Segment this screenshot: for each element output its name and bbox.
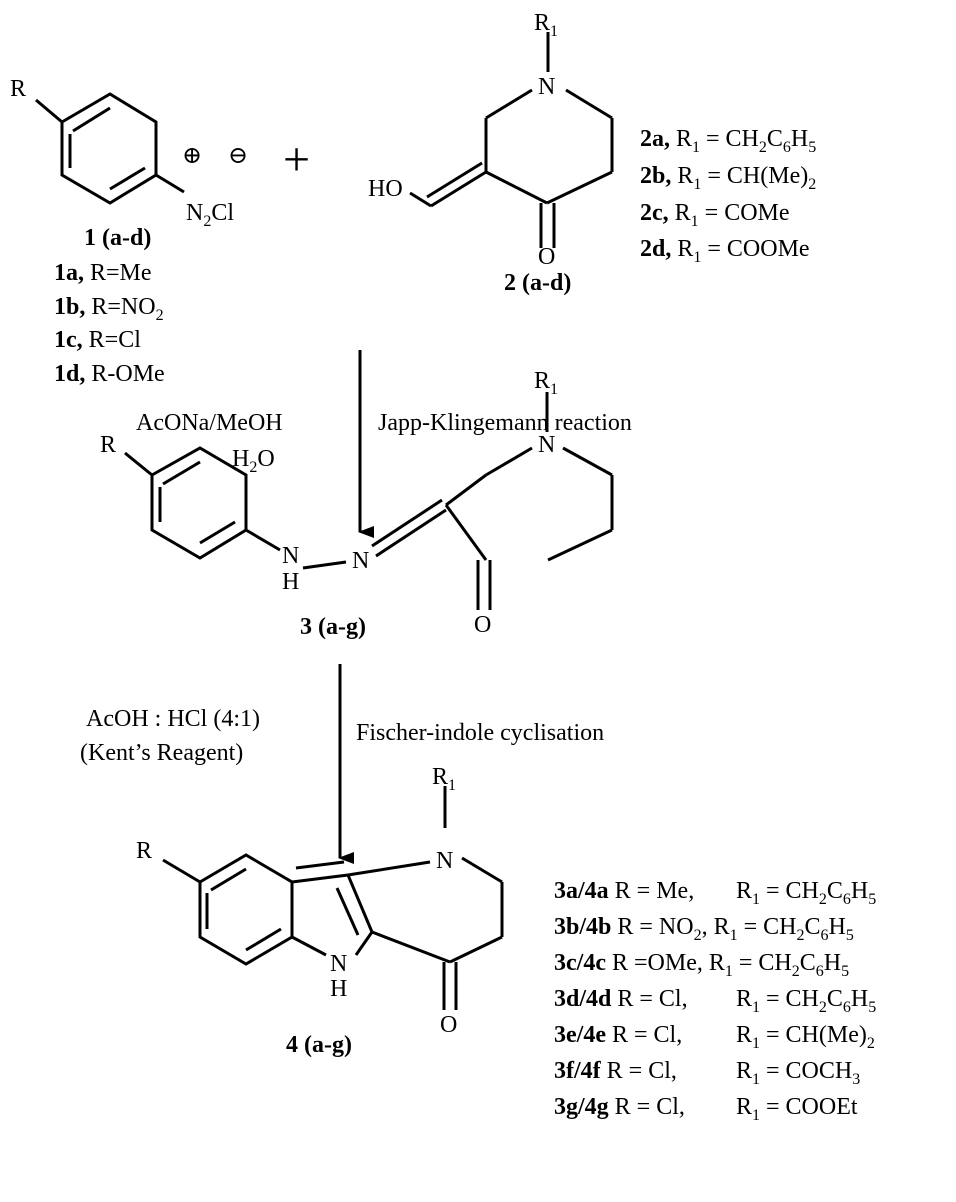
variant-3b-4b: 3b/4b R = NO2, R1 = CH2C6H5 — [554, 914, 854, 944]
compound-3-id: 3 (a-g) — [300, 614, 366, 640]
compound-4-o-label: O — [440, 1012, 457, 1038]
variant-2a: 2a, R1 = CH2C6H5 — [640, 126, 816, 156]
benzene-ring-4 — [198, 853, 294, 966]
compound-4-nh-h: H — [330, 976, 347, 1002]
variant-2d: 2d, R1 = COOMe — [640, 236, 810, 266]
variant-1c: 1c, R=Cl — [54, 327, 141, 353]
compound-3-structure — [124, 392, 614, 610]
compound-4-nh-n: N — [330, 951, 347, 977]
variant-3e-4e: 3e/4e R = Cl,R1 = CH(Me)2 — [554, 1022, 875, 1052]
step-1-reagent-line1: AcONa/MeOH — [136, 410, 283, 436]
compound-2-structure — [409, 32, 614, 248]
compound-3-nh-n: N — [282, 543, 299, 569]
compound-3-r1-label: R1 — [534, 368, 558, 398]
compound-2-o-label: O — [538, 244, 555, 270]
compound-1-structure — [35, 92, 185, 205]
variant-3d-4d: 3d/4d R = Cl,R1 = CH2C6H5 — [554, 986, 876, 1016]
compound-4-id: 4 (a-g) — [286, 1032, 352, 1058]
compound-1-r-label: R — [10, 76, 26, 102]
compound-2-r1-label: R1 — [534, 10, 558, 40]
minus-charge-icon: ⊖ — [228, 143, 248, 169]
compound-2-n-label: N — [538, 74, 555, 100]
variant-2c: 2c, R1 = COMe — [640, 200, 790, 230]
plus-sign: + — [283, 133, 310, 186]
compound-4-r1-label: R1 — [432, 764, 456, 794]
compound-3-imine-n: N — [352, 548, 369, 574]
variant-3g-4g: 3g/4g R = Cl,R1 = COOEt — [554, 1094, 858, 1124]
compound-4-variant-list: 3a/4a R = Me,R1 = CH2C6H5 3b/4b R = NO2,… — [554, 878, 876, 1124]
compound-2-variant-list: 2a, R1 = CH2C6H5 2b, R1 = CH(Me)2 2c, R1… — [640, 126, 816, 266]
variant-3c-4c: 3c/4c R =OMe, R1 = CH2C6H5 — [554, 950, 849, 980]
step-2-reagent-line2: (Kent’s Reagent) — [80, 740, 243, 766]
step-2-name: Fischer-indole cyclisation — [356, 720, 604, 746]
compound-3-o-label: O — [474, 612, 491, 638]
variant-3a-4a: 3a/4a R = Me,R1 = CH2C6H5 — [554, 878, 876, 908]
n-bond-1 — [155, 173, 185, 194]
variant-3f-4f: 3f/4f R = Cl,R1 = COCH3 — [554, 1058, 860, 1088]
diazonium-label: N2Cl — [186, 200, 234, 230]
compound-1-id: 1 (a-d) — [84, 225, 151, 251]
compound-4-structure — [162, 786, 504, 1010]
compound-3-nh-h: H — [282, 569, 299, 595]
compound-3-r-label: R — [100, 432, 116, 458]
r-bond-1 — [35, 98, 63, 124]
variant-1a: 1a, R=Me — [54, 260, 152, 286]
plus-charge-icon: ⊕ — [182, 143, 202, 169]
compound-2-id: 2 (a-d) — [504, 270, 571, 296]
step-1-name: Japp-Klingemann reaction — [378, 410, 632, 436]
compound-1-variant-list: 1a, R=Me 1b, R=NO2 1c, R=Cl 1d, R-OMe — [54, 260, 165, 387]
compound-4-r-label: R — [136, 838, 152, 864]
variant-1b: 1b, R=NO2 — [54, 294, 164, 324]
step-2-reagent-line1: AcOH : HCl (4:1) — [86, 706, 260, 732]
compound-3-ring-n: N — [538, 432, 555, 458]
compound-4-ring-n: N — [436, 848, 453, 874]
variant-2b: 2b, R1 = CH(Me)2 — [640, 163, 816, 193]
compound-2-ho-label: HO — [368, 176, 403, 202]
variant-1d: 1d, R-OMe — [54, 361, 165, 387]
